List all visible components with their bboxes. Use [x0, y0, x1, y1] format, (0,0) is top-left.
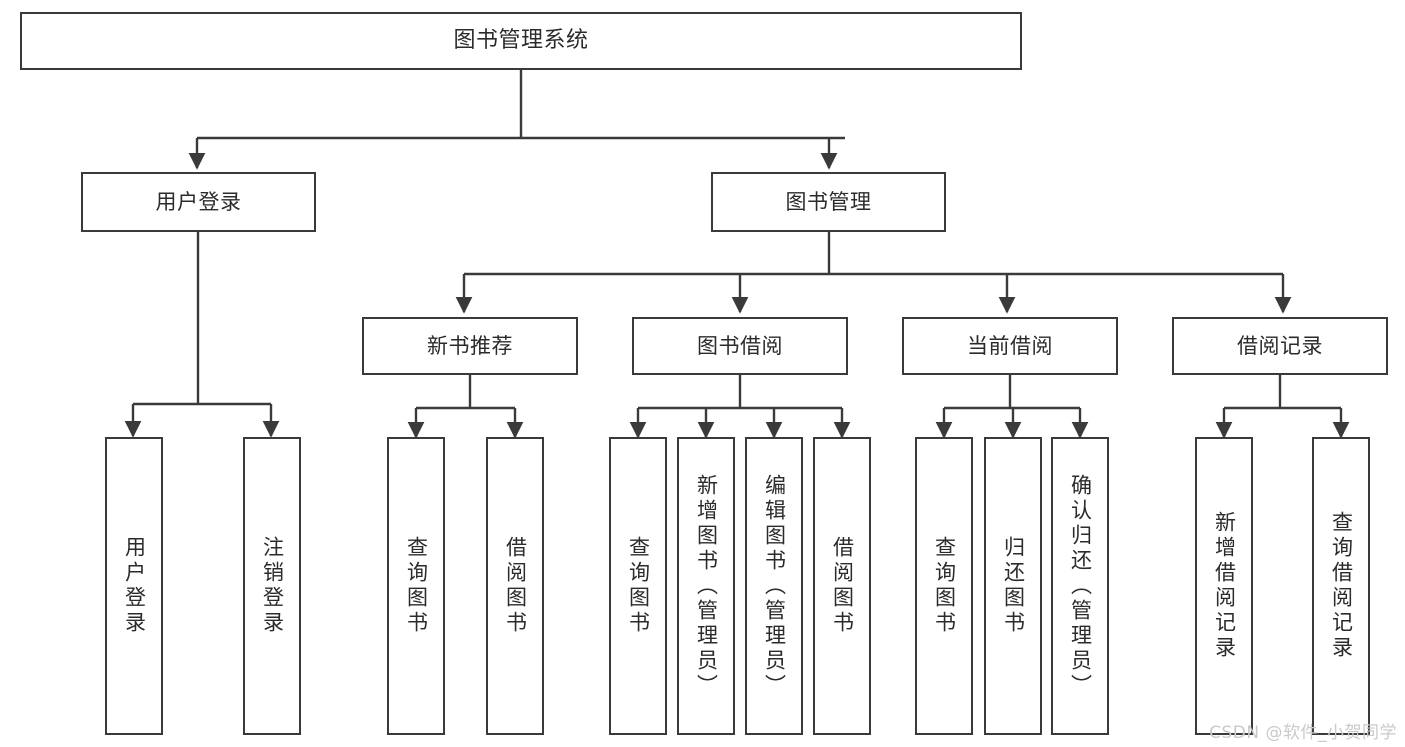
node-label: 用户登录: [122, 536, 147, 636]
node-label: 借阅图书: [830, 536, 855, 636]
leaf-query-borrow-record[interactable]: 查询借阅记录: [1312, 437, 1370, 735]
leaf-user-login[interactable]: 用户登录: [105, 437, 163, 735]
node-label: 查询图书: [932, 536, 957, 636]
node-book-borrow[interactable]: 图书借阅: [632, 317, 848, 375]
node-label: 查询图书: [404, 536, 429, 636]
node-book-management[interactable]: 图书管理: [711, 172, 946, 232]
node-label: 查询借阅记录: [1329, 511, 1354, 661]
node-new-book-recommend[interactable]: 新书推荐: [362, 317, 578, 375]
leaf-borrow-book-recommend[interactable]: 借阅图书: [486, 437, 544, 735]
node-label: 用户登录: [155, 189, 242, 214]
leaf-query-book-recommend[interactable]: 查询图书: [387, 437, 445, 735]
leaf-borrow-book[interactable]: 借阅图书: [813, 437, 871, 735]
node-current-borrow[interactable]: 当前借阅: [902, 317, 1118, 375]
node-label: 图书借阅: [697, 333, 783, 358]
watermark: CSDN @软件_小贺同学: [1209, 723, 1397, 743]
node-label: 图书管理: [785, 189, 872, 214]
node-label: 注销登录: [260, 536, 285, 636]
node-label: 归还图书: [1001, 536, 1026, 636]
node-label: 新增图书（管理员）: [694, 473, 719, 699]
leaf-return-book[interactable]: 归还图书: [984, 437, 1042, 735]
leaf-add-book-admin[interactable]: 新增图书（管理员）: [677, 437, 735, 735]
node-label: 借阅记录: [1237, 333, 1323, 358]
node-user-login[interactable]: 用户登录: [81, 172, 316, 232]
node-root-system[interactable]: 图书管理系统: [20, 12, 1022, 70]
node-label: 当前借阅: [967, 333, 1053, 358]
leaf-query-book-current[interactable]: 查询图书: [915, 437, 973, 735]
node-borrow-record[interactable]: 借阅记录: [1172, 317, 1388, 375]
node-label: 新增借阅记录: [1212, 511, 1237, 661]
leaf-confirm-return-admin[interactable]: 确认归还（管理员）: [1051, 437, 1109, 735]
leaf-add-borrow-record[interactable]: 新增借阅记录: [1195, 437, 1253, 735]
leaf-edit-book-admin[interactable]: 编辑图书（管理员）: [745, 437, 803, 735]
node-label: 借阅图书: [503, 536, 528, 636]
leaf-query-book-borrow[interactable]: 查询图书: [609, 437, 667, 735]
node-label: 查询图书: [626, 536, 651, 636]
leaf-logout[interactable]: 注销登录: [243, 437, 301, 735]
node-label: 确认归还（管理员）: [1068, 473, 1093, 699]
node-label: 新书推荐: [427, 333, 513, 358]
node-label: 图书管理系统: [453, 28, 589, 54]
node-label: 编辑图书（管理员）: [762, 473, 787, 699]
